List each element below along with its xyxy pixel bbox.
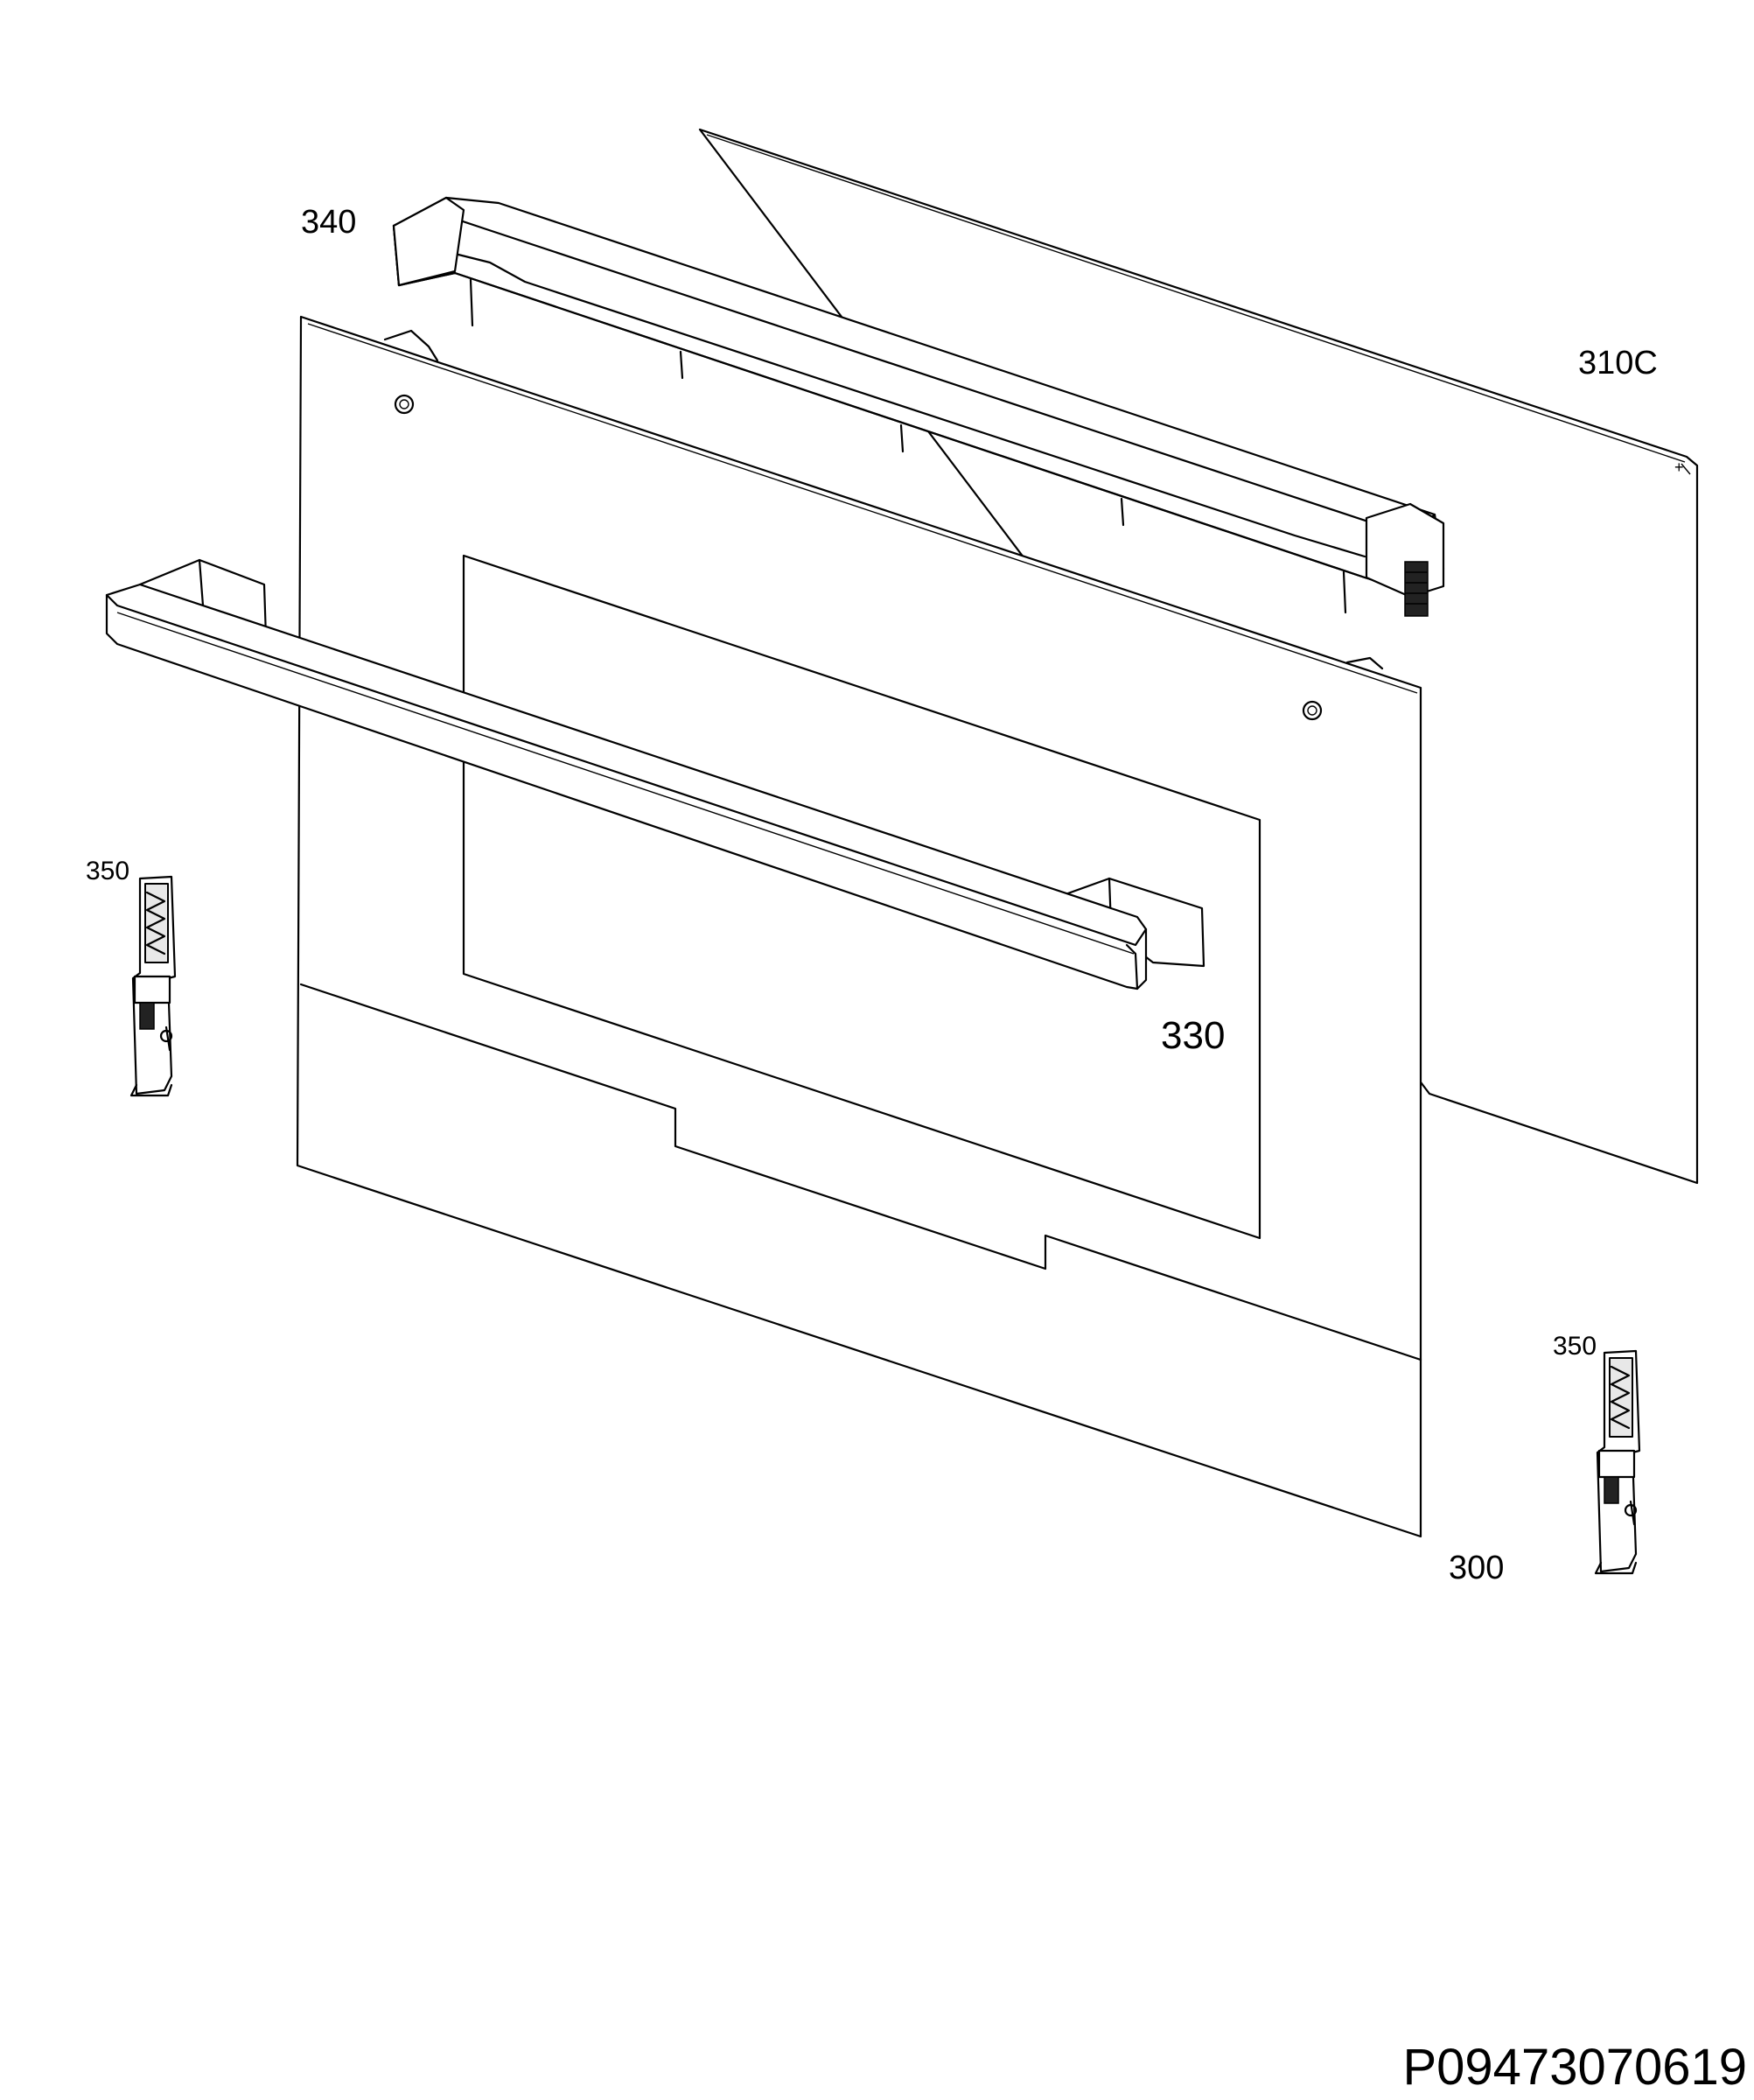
hinge-left xyxy=(129,875,177,1097)
drawing-code: P09473070619 xyxy=(1402,2039,1747,2096)
hinge-right xyxy=(1594,1349,1641,1575)
top-profile xyxy=(392,196,1445,617)
label-top-profile: 340 xyxy=(301,204,357,241)
label-outer-door: 300 xyxy=(1449,1550,1505,1586)
svg-text:+: + xyxy=(1674,458,1684,476)
outer-door-panel xyxy=(296,315,1422,1538)
label-hinge-left: 350 xyxy=(86,857,130,886)
label-inner-glass: 310C xyxy=(1578,345,1658,382)
label-handle: 330 xyxy=(1161,1014,1226,1057)
label-hinge-right: 350 xyxy=(1553,1332,1597,1361)
door-handle xyxy=(105,558,1205,990)
